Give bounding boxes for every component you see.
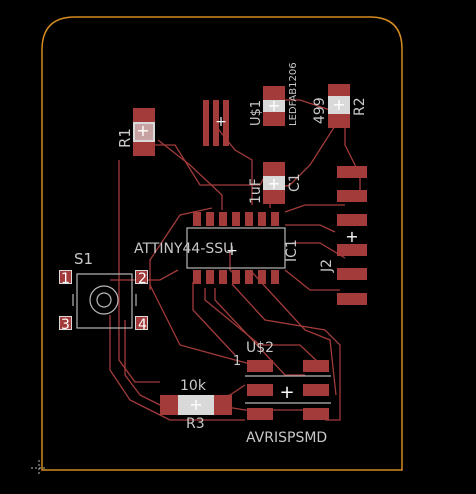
r3-component: + <box>160 395 232 415</box>
ic1-part-label: ATTINY44-SSU <box>134 241 233 257</box>
s1-pin2-label: 2 <box>138 271 147 287</box>
svg-text:+: + <box>226 243 238 259</box>
r3-label: R3 <box>186 416 205 432</box>
svg-text:+: + <box>267 174 280 193</box>
led-label: LEDFAB1206 <box>288 62 299 126</box>
r2-component: + <box>328 84 350 128</box>
led-component: + <box>263 86 285 126</box>
u1-label: U$1 <box>249 100 264 126</box>
s1-pin4-label: 4 <box>138 317 147 333</box>
j2-component: + <box>337 166 367 305</box>
s1-component <box>59 270 148 330</box>
r2-value-label: 499 <box>312 97 328 124</box>
r2-label: R2 <box>352 97 368 116</box>
r3-value-label: 10k <box>180 378 207 394</box>
u2-pin1-label: 1 <box>233 354 241 369</box>
origin-crosshair <box>31 460 47 476</box>
svg-text:+: + <box>215 114 227 130</box>
u2-part-label: AVRISPSMD <box>246 430 327 446</box>
s1-label: S1 <box>74 250 93 268</box>
svg-text:+: + <box>332 95 345 114</box>
u2-label: U$2 <box>246 340 274 356</box>
r1-component: + <box>133 108 155 156</box>
copper-traces <box>109 99 361 421</box>
board-outline <box>41 16 403 471</box>
u2-component: + <box>245 360 331 420</box>
r1-label: R1 <box>116 128 134 148</box>
svg-text:+: + <box>189 395 202 414</box>
s1-pin3-label: 3 <box>61 317 70 333</box>
j2-label: J2 <box>319 259 335 273</box>
s1-pin1-label: 1 <box>61 271 70 287</box>
svg-text:+: + <box>267 96 280 115</box>
c1-label: C1 <box>287 173 303 192</box>
ic1-component: + <box>186 212 286 284</box>
ic1-label: IC1 <box>284 239 300 262</box>
svg-text:+: + <box>136 121 149 140</box>
svg-text:+: + <box>279 382 294 403</box>
c1-value-label: 1uF <box>248 178 264 204</box>
led-extra-pads: + <box>203 100 229 146</box>
c1-component: + <box>263 162 285 204</box>
svg-text:+: + <box>345 227 358 246</box>
